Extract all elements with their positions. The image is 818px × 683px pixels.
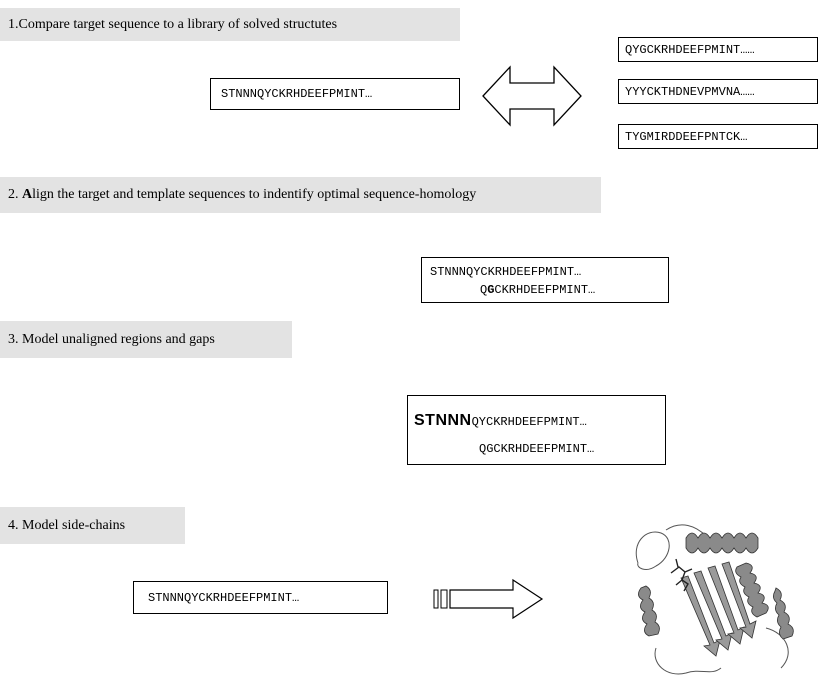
step3-modeled-residues: STNNN	[414, 412, 472, 429]
step2-title-rest: lign the target and template sequences t…	[32, 187, 477, 202]
step3-target-rest: QYCKRHDEEFPMINT…	[471, 415, 587, 429]
ligand-sticks	[670, 558, 693, 592]
library-sequence-1: QYGCKRHDEEFPMINT……	[618, 37, 818, 62]
step3-alignment-box: STNNNQYCKRHDEEFPMINT… QGCKRHDEEFPMINT…	[407, 395, 666, 465]
step3-template-sequence: QGCKRHDEEFPMINT…	[479, 442, 595, 456]
step2-banner: 2. Align the target and template sequenc…	[0, 177, 601, 213]
step2-alignment-box: STNNNQYCKRHDEEFPMINT… QGCKRHDEEFPMINT…	[421, 257, 669, 303]
right-arrow-icon	[433, 578, 544, 620]
step3-target-sequence: STNNNQYCKRHDEEFPMINT…	[414, 412, 587, 430]
step2-title: 2. Align the target and template sequenc…	[8, 187, 476, 203]
step4-banner: 4. Model side-chains	[0, 507, 185, 544]
step2-template-c: CKRHDEEFPMINT…	[494, 283, 596, 297]
step2-title-prefix: 2.	[8, 187, 22, 202]
helix-right-lower	[773, 587, 794, 640]
step1-target-sequence: STNNNQYCKRHDEEFPMINT…	[210, 78, 460, 110]
arrow-tail-bar-1	[433, 589, 439, 609]
arrow-shape	[449, 578, 544, 620]
step3-banner: 3. Model unaligned regions and gaps	[0, 321, 292, 358]
coil-loop-bottom	[654, 647, 722, 675]
library-sequence-3-text: TYGMIRDDEEFPNTCK…	[625, 129, 748, 144]
library-sequence-2-text: YYYCKTHDNEVPMVNA……	[625, 84, 755, 99]
coil-loop-right	[765, 627, 789, 669]
library-sequence-3: TYGMIRDDEEFPNTCK…	[618, 124, 818, 149]
coil-loop-left	[635, 531, 670, 570]
step4-title: 4. Model side-chains	[8, 517, 126, 533]
helix-top	[685, 532, 759, 554]
step1-target-text: STNNNQYCKRHDEEFPMINT…	[221, 87, 373, 101]
beta-strand-1	[680, 575, 721, 657]
step1-title: 1.Compare target sequence to a library o…	[8, 16, 338, 32]
library-sequence-1-text: QYGCKRHDEEFPMINT……	[625, 42, 755, 57]
beta-strand-4	[721, 561, 757, 639]
step3-title: 3. Model unaligned regions and gaps	[8, 331, 215, 347]
protein-structure-image	[635, 524, 794, 675]
step2-template-sequence: QGCKRHDEEFPMINT…	[480, 283, 595, 297]
helix-left	[638, 585, 660, 637]
beta-strand-3	[707, 565, 745, 645]
step2-target-sequence: STNNNQYCKRHDEEFPMINT…	[430, 265, 582, 279]
step4-target-sequence: STNNNQYCKRHDEEFPMINT…	[133, 581, 388, 614]
helix-right-upper	[735, 562, 769, 618]
step2-template-gap-residue: G	[487, 283, 495, 297]
double-arrow-icon	[482, 65, 582, 127]
arrow-tail-bar-2	[440, 589, 448, 609]
step1-banner: 1.Compare target sequence to a library o…	[0, 8, 460, 41]
library-sequence-2: YYYCKTHDNEVPMVNA……	[618, 79, 818, 104]
beta-strand-2	[693, 570, 733, 651]
step4-target-text: STNNNQYCKRHDEEFPMINT…	[148, 590, 300, 605]
double-arrow-shape	[482, 65, 582, 127]
step2-template-a: Q	[480, 283, 488, 297]
step2-title-bold-letter: A	[22, 187, 33, 202]
coil-loop-top	[665, 524, 707, 537]
